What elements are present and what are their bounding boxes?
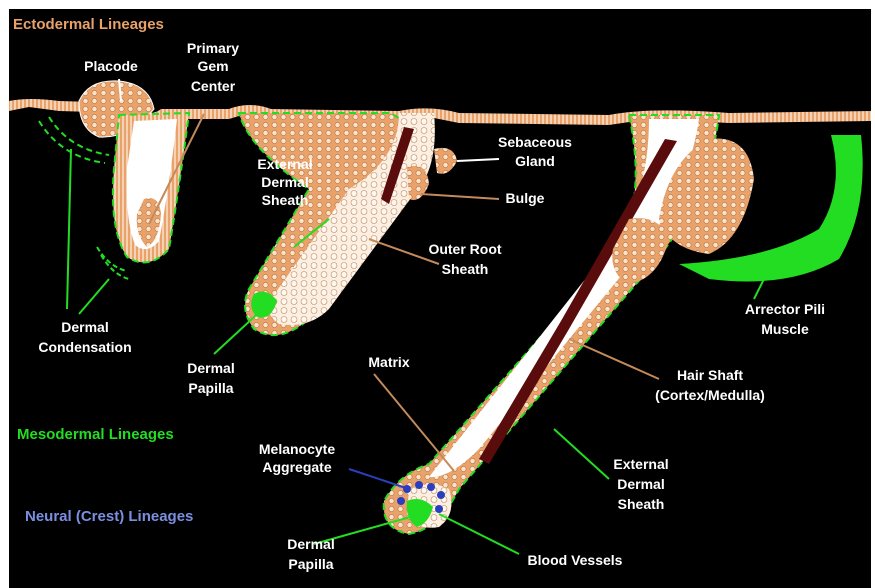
- label-primary-germ-center-2: Gem: [197, 58, 228, 74]
- label-sebaceous-gland-2: Gland: [515, 153, 555, 169]
- label-melanocyte-aggregate-2: Aggregate: [262, 459, 331, 475]
- label-hair-shaft-1: Hair Shaft: [677, 367, 743, 383]
- label-primary-germ-center-3: Center: [191, 78, 236, 94]
- label-external-dermal-sheath-2-1: External: [613, 456, 668, 472]
- label-bulge: Bulge: [506, 190, 545, 206]
- label-blood-vessels: Blood Vessels: [528, 552, 623, 568]
- label-outer-root-sheath-1: Outer Root: [428, 241, 501, 257]
- hair-follicle-diagram: Ectodermal Lineages Mesodermal Lineages …: [9, 9, 871, 588]
- label-dermal-papilla-2-2: Papilla: [288, 556, 333, 572]
- germ-peg: [97, 113, 189, 279]
- label-dermal-papilla-2-1: Dermal: [287, 536, 334, 552]
- label-dermal-condensation-1: Dermal: [61, 319, 108, 335]
- label-external-dermal-sheath-1-3: Sheath: [262, 192, 309, 208]
- label-external-dermal-sheath-2-2: Dermal: [617, 476, 664, 492]
- follicle-mid: [239, 113, 457, 335]
- diagram-canvas: Ectodermal Lineages Mesodermal Lineages …: [9, 9, 871, 588]
- label-hair-shaft-2: (Cortex/Medulla): [655, 387, 765, 403]
- label-sebaceous-gland-1: Sebaceous: [498, 134, 572, 150]
- legend-neural: Neural (Crest) Lineages: [25, 508, 193, 525]
- label-dermal-papilla-1-1: Dermal: [187, 360, 234, 376]
- label-external-dermal-sheath-1-2: Dermal: [261, 174, 308, 190]
- label-outer-root-sheath-2: Sheath: [442, 261, 489, 277]
- label-matrix: Matrix: [368, 354, 409, 370]
- label-primary-germ-center-1: Primary: [187, 40, 239, 56]
- label-placode: Placode: [84, 58, 138, 74]
- legend-mesodermal: Mesodermal Lineages: [17, 426, 174, 443]
- label-arrector-pili-2: Muscle: [761, 321, 809, 337]
- label-external-dermal-sheath-2-3: Sheath: [618, 496, 665, 512]
- label-dermal-condensation-2: Condensation: [38, 339, 131, 355]
- label-dermal-papilla-1-2: Papilla: [188, 380, 233, 396]
- label-arrector-pili-1: Arrector Pili: [745, 301, 825, 317]
- mature-follicle: [384, 115, 754, 534]
- label-external-dermal-sheath-1-1: External: [257, 156, 312, 172]
- legend-ectodermal: Ectodermal Lineages: [13, 16, 164, 33]
- label-melanocyte-aggregate-1: Melanocyte: [259, 441, 335, 457]
